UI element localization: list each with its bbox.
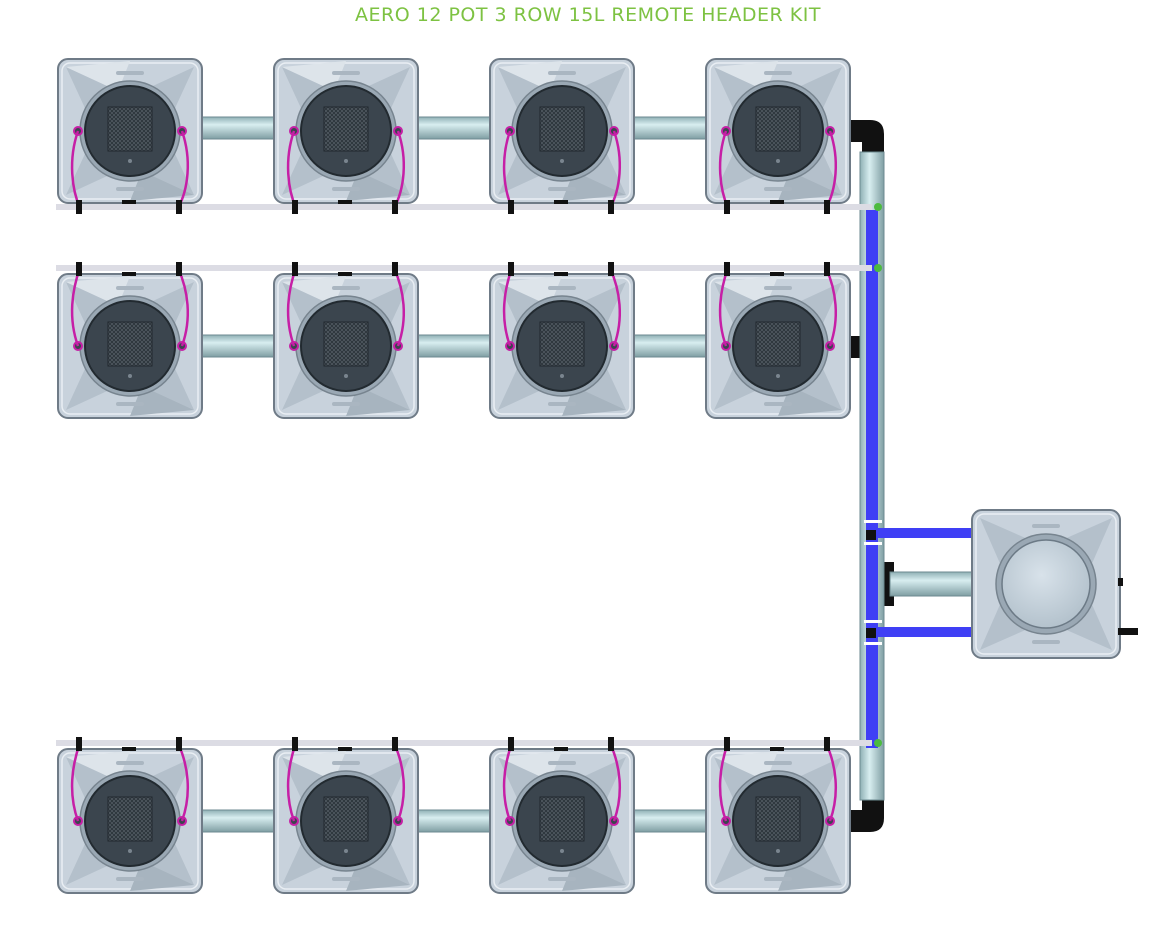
tank-outlet-pipe [889,571,977,597]
pot [489,273,635,419]
pot [273,748,419,894]
pot [705,748,851,894]
pot [57,58,203,204]
pot [273,273,419,419]
remote-header-tank [971,509,1138,659]
pot [57,748,203,894]
pot [705,58,851,204]
page-title: AERO 12 POT 3 ROW 15L REMOTE HEADER KIT [355,4,821,26]
pot [57,273,203,419]
pot [489,58,635,204]
line-clips [76,200,830,751]
pot [705,273,851,419]
row-1-connector-pipes [199,116,713,140]
pot [489,748,635,894]
return-lines [56,203,882,747]
drip-lines [70,130,838,822]
blue-feed-line [864,210,974,748]
pot [273,58,419,204]
